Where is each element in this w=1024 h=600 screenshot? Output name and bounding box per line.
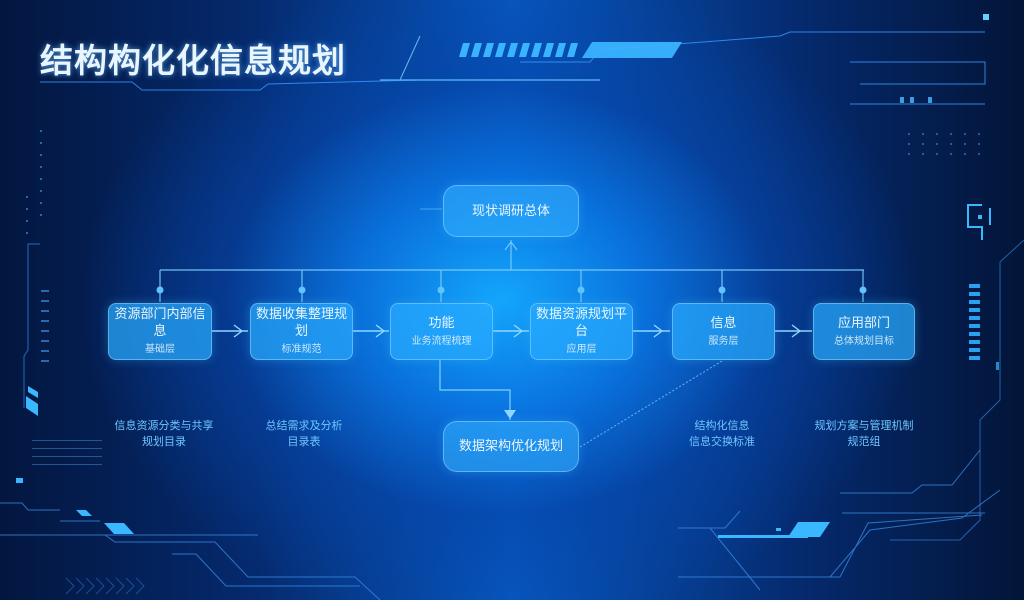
step-node-4[interactable]: 数据资源规划平台 应用层: [530, 303, 633, 360]
note-1: 信息资源分类与共享 规划目录: [94, 418, 234, 450]
left-accent-marks: [16, 386, 38, 483]
left-frame-lines: [23, 243, 40, 408]
step-node-sub: 业务流程梳理: [411, 335, 472, 347]
step-arrows: [212, 324, 812, 338]
bottom-node-label: 数据架构优化规划: [458, 439, 563, 454]
down-connector: [439, 360, 511, 420]
hud-dot-grid: [908, 133, 980, 155]
step-node-6[interactable]: 应用部门 总体规划目标: [813, 303, 915, 360]
chevron-arrows: [65, 577, 145, 595]
level-meter-icon: [969, 284, 980, 360]
step-node-sub: 服务层: [708, 335, 739, 347]
left-dot-column: [26, 130, 42, 234]
step-node-label: 应用部门: [837, 315, 890, 331]
note-line: 目录表: [287, 435, 321, 448]
bus-pins: [156, 286, 867, 294]
note-line: 规划方案与管理机制: [814, 419, 914, 432]
note-2: 总结需求及分析 目录表: [234, 418, 374, 450]
down-arrow-head: [504, 410, 516, 419]
step-node-label: 数据收集整理规划: [255, 307, 347, 339]
note-line: 规范组: [847, 435, 881, 448]
step-node-3[interactable]: 功能 业务流程梳理: [390, 303, 493, 360]
page-title: 结构构化化信息规划: [40, 41, 346, 80]
step-node-sub: 基础层: [145, 344, 175, 355]
note-4: 规划方案与管理机制 规范组: [794, 418, 934, 450]
step-node-label: 信息: [710, 315, 737, 331]
hud-dot: [983, 14, 989, 20]
bottom-accent-marks: [76, 510, 830, 538]
note-line: 信息交换标准: [689, 435, 755, 448]
right-frame-lines: [890, 239, 1024, 541]
step-node-label: 数据资源规划平台: [535, 307, 627, 339]
note-line: 信息资源分类与共享: [114, 419, 214, 432]
note-line: 结构化信息: [694, 419, 750, 432]
note-line: 总结需求及分析: [265, 419, 343, 432]
step-node-2[interactable]: 数据收集整理规划 标准规范: [250, 303, 353, 360]
bottom-circuit-lines: [0, 449, 1001, 600]
hud-mini-meter: [900, 97, 932, 103]
left-level-meter: [41, 290, 49, 362]
step-node-sub: 标准规范: [281, 344, 322, 355]
hud-stripe-bar: [459, 42, 682, 58]
step-node-label: 功能: [428, 315, 455, 331]
left-dot-grid: [32, 440, 102, 465]
top-node-label: 现状调研总体: [471, 203, 550, 219]
bottom-node[interactable]: 数据架构优化规划: [443, 421, 579, 472]
step-node-1[interactable]: 资源部门内部信息 基础层: [108, 303, 212, 360]
note-3: 结构化信息 信息交换标准: [652, 418, 792, 450]
bracket-corner-icon: [967, 204, 991, 240]
note-line: 规划目录: [142, 435, 186, 448]
step-node-sub: 总体规划目标: [834, 335, 894, 347]
step-node-5[interactable]: 信息 服务层: [672, 303, 775, 360]
step-node-label: 资源部门内部信息: [114, 307, 206, 339]
top-node[interactable]: 现状调研总体: [443, 185, 579, 237]
bus-connector: [159, 240, 864, 302]
header-circuit-lines: [40, 31, 986, 105]
step-node-sub: 应用层: [566, 344, 597, 355]
